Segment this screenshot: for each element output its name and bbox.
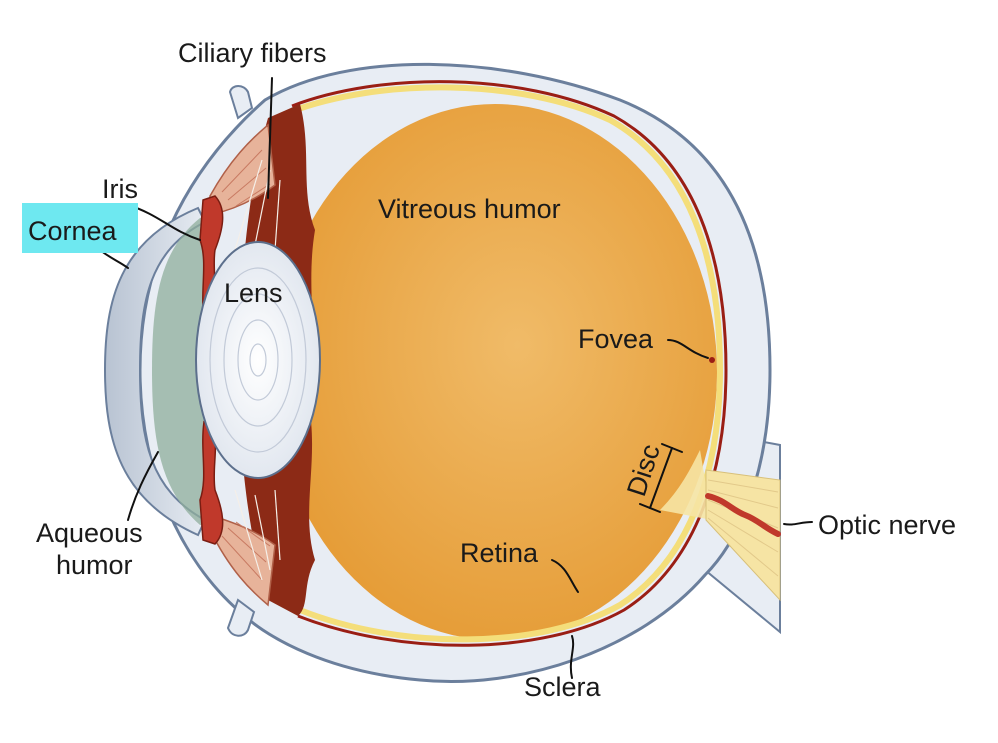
label-cornea: Cornea xyxy=(28,216,118,246)
disc-dimension-tick-bottom xyxy=(639,503,661,513)
choroid-layer xyxy=(288,84,724,643)
ciliary-fibers xyxy=(234,159,281,581)
label-aqueous-humor-line1: Aqueous xyxy=(36,518,143,548)
label-ciliary-fibers: Ciliary fibers xyxy=(178,38,327,68)
vitreous-humor xyxy=(273,104,717,640)
leader-fovea xyxy=(667,339,709,359)
fovea-mark xyxy=(709,357,715,363)
aqueous-humor xyxy=(152,218,212,525)
muscle-stub-bottom xyxy=(226,598,256,637)
cornea-label-highlight xyxy=(22,203,138,253)
label-fovea: Fovea xyxy=(578,324,654,354)
disc-dimension-line xyxy=(649,447,673,509)
muscle-stub-top xyxy=(228,85,254,120)
leader-retina xyxy=(551,559,579,593)
leader-aqueous-humor xyxy=(127,451,159,521)
cornea xyxy=(103,206,207,537)
retina-layer xyxy=(291,80,728,647)
optic-vessel xyxy=(705,493,781,537)
ciliary-muscle-lower xyxy=(209,513,276,607)
iris-lower xyxy=(199,420,224,545)
leader-optic-nerve xyxy=(783,521,813,526)
label-aqueous-humor-line2: humor xyxy=(56,550,133,580)
disc-dimension-tick-top xyxy=(661,443,683,453)
leader-ciliary-fibers xyxy=(267,77,273,199)
label-optic-nerve: Optic nerve xyxy=(818,510,956,540)
lens xyxy=(195,241,321,479)
label-sclera: Sclera xyxy=(524,672,602,702)
label-iris: Iris xyxy=(102,174,138,204)
optic-disc xyxy=(660,450,712,520)
ciliary-muscle-upper xyxy=(209,123,276,216)
label-vitreous-humor: Vitreous humor xyxy=(378,194,561,224)
label-retina: Retina xyxy=(460,538,539,568)
label-lens: Lens xyxy=(224,278,283,308)
leader-sclera xyxy=(569,635,575,679)
